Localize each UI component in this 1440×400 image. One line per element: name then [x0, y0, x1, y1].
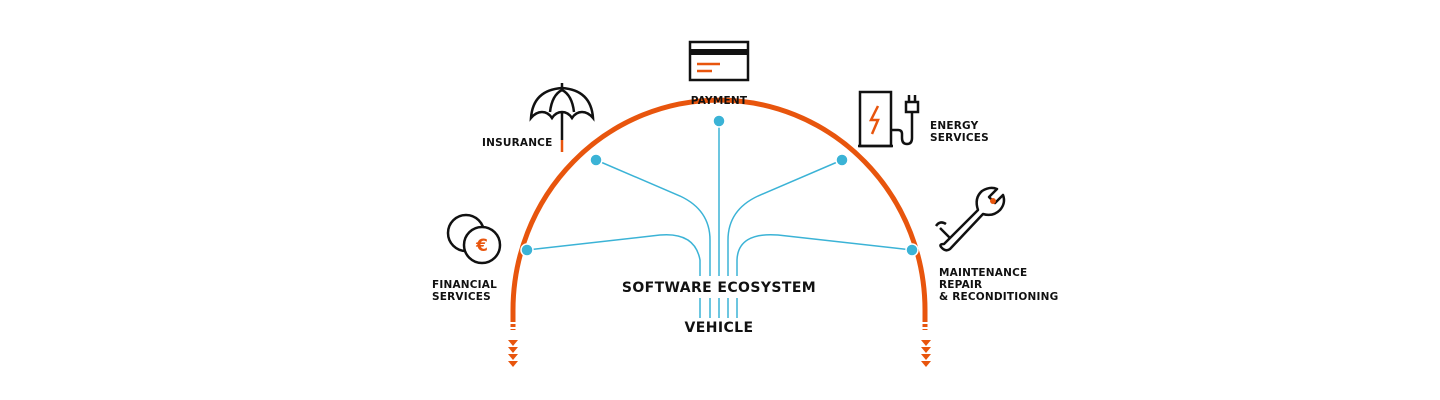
label-financial: FINANCIAL SERVICES [432, 279, 497, 303]
label-payment: PAYMENT [691, 95, 748, 107]
arrow-down-left-icon [508, 340, 518, 367]
node-financial [520, 243, 534, 257]
center-title-backdrop [600, 276, 838, 298]
wrench-icon [934, 186, 1006, 252]
svg-text:MAINTENANCE: MAINTENANCE [939, 267, 1027, 279]
node-payment [712, 114, 726, 128]
center-title: SOFTWARE ECOSYSTEM [622, 280, 816, 296]
node-energy [835, 153, 849, 167]
svg-text:SERVICES: SERVICES [930, 132, 989, 144]
center-subtitle: VEHICLE [685, 320, 754, 336]
svg-text:FINANCIAL: FINANCIAL [432, 279, 497, 291]
svg-text:ENERGY: ENERGY [930, 120, 979, 132]
connector-nodes [520, 114, 919, 257]
ev-charger-icon [858, 90, 920, 148]
svg-text:INSURANCE: INSURANCE [482, 137, 552, 149]
node-maintenance [905, 243, 919, 257]
credit-card-icon [688, 40, 750, 82]
label-maintenance: MAINTENANCE REPAIR & RECONDITIONING [939, 267, 1058, 303]
svg-text:REPAIR: REPAIR [939, 279, 982, 291]
svg-text:PAYMENT: PAYMENT [691, 95, 748, 107]
arrow-down-right-icon [921, 340, 931, 367]
ecosystem-arc [510, 97, 928, 330]
svg-text:€: € [475, 236, 488, 256]
euro-coins-icon: € [446, 213, 502, 265]
center-subtitle-backdrop [674, 318, 766, 338]
connector-lines [526, 120, 913, 318]
umbrella-icon [529, 83, 595, 152]
node-insurance [589, 153, 603, 167]
svg-text:& RECONDITIONING: & RECONDITIONING [939, 291, 1058, 303]
label-energy: ENERGY SERVICES [930, 120, 989, 144]
label-insurance: INSURANCE [482, 137, 552, 149]
svg-text:SERVICES: SERVICES [432, 291, 491, 303]
